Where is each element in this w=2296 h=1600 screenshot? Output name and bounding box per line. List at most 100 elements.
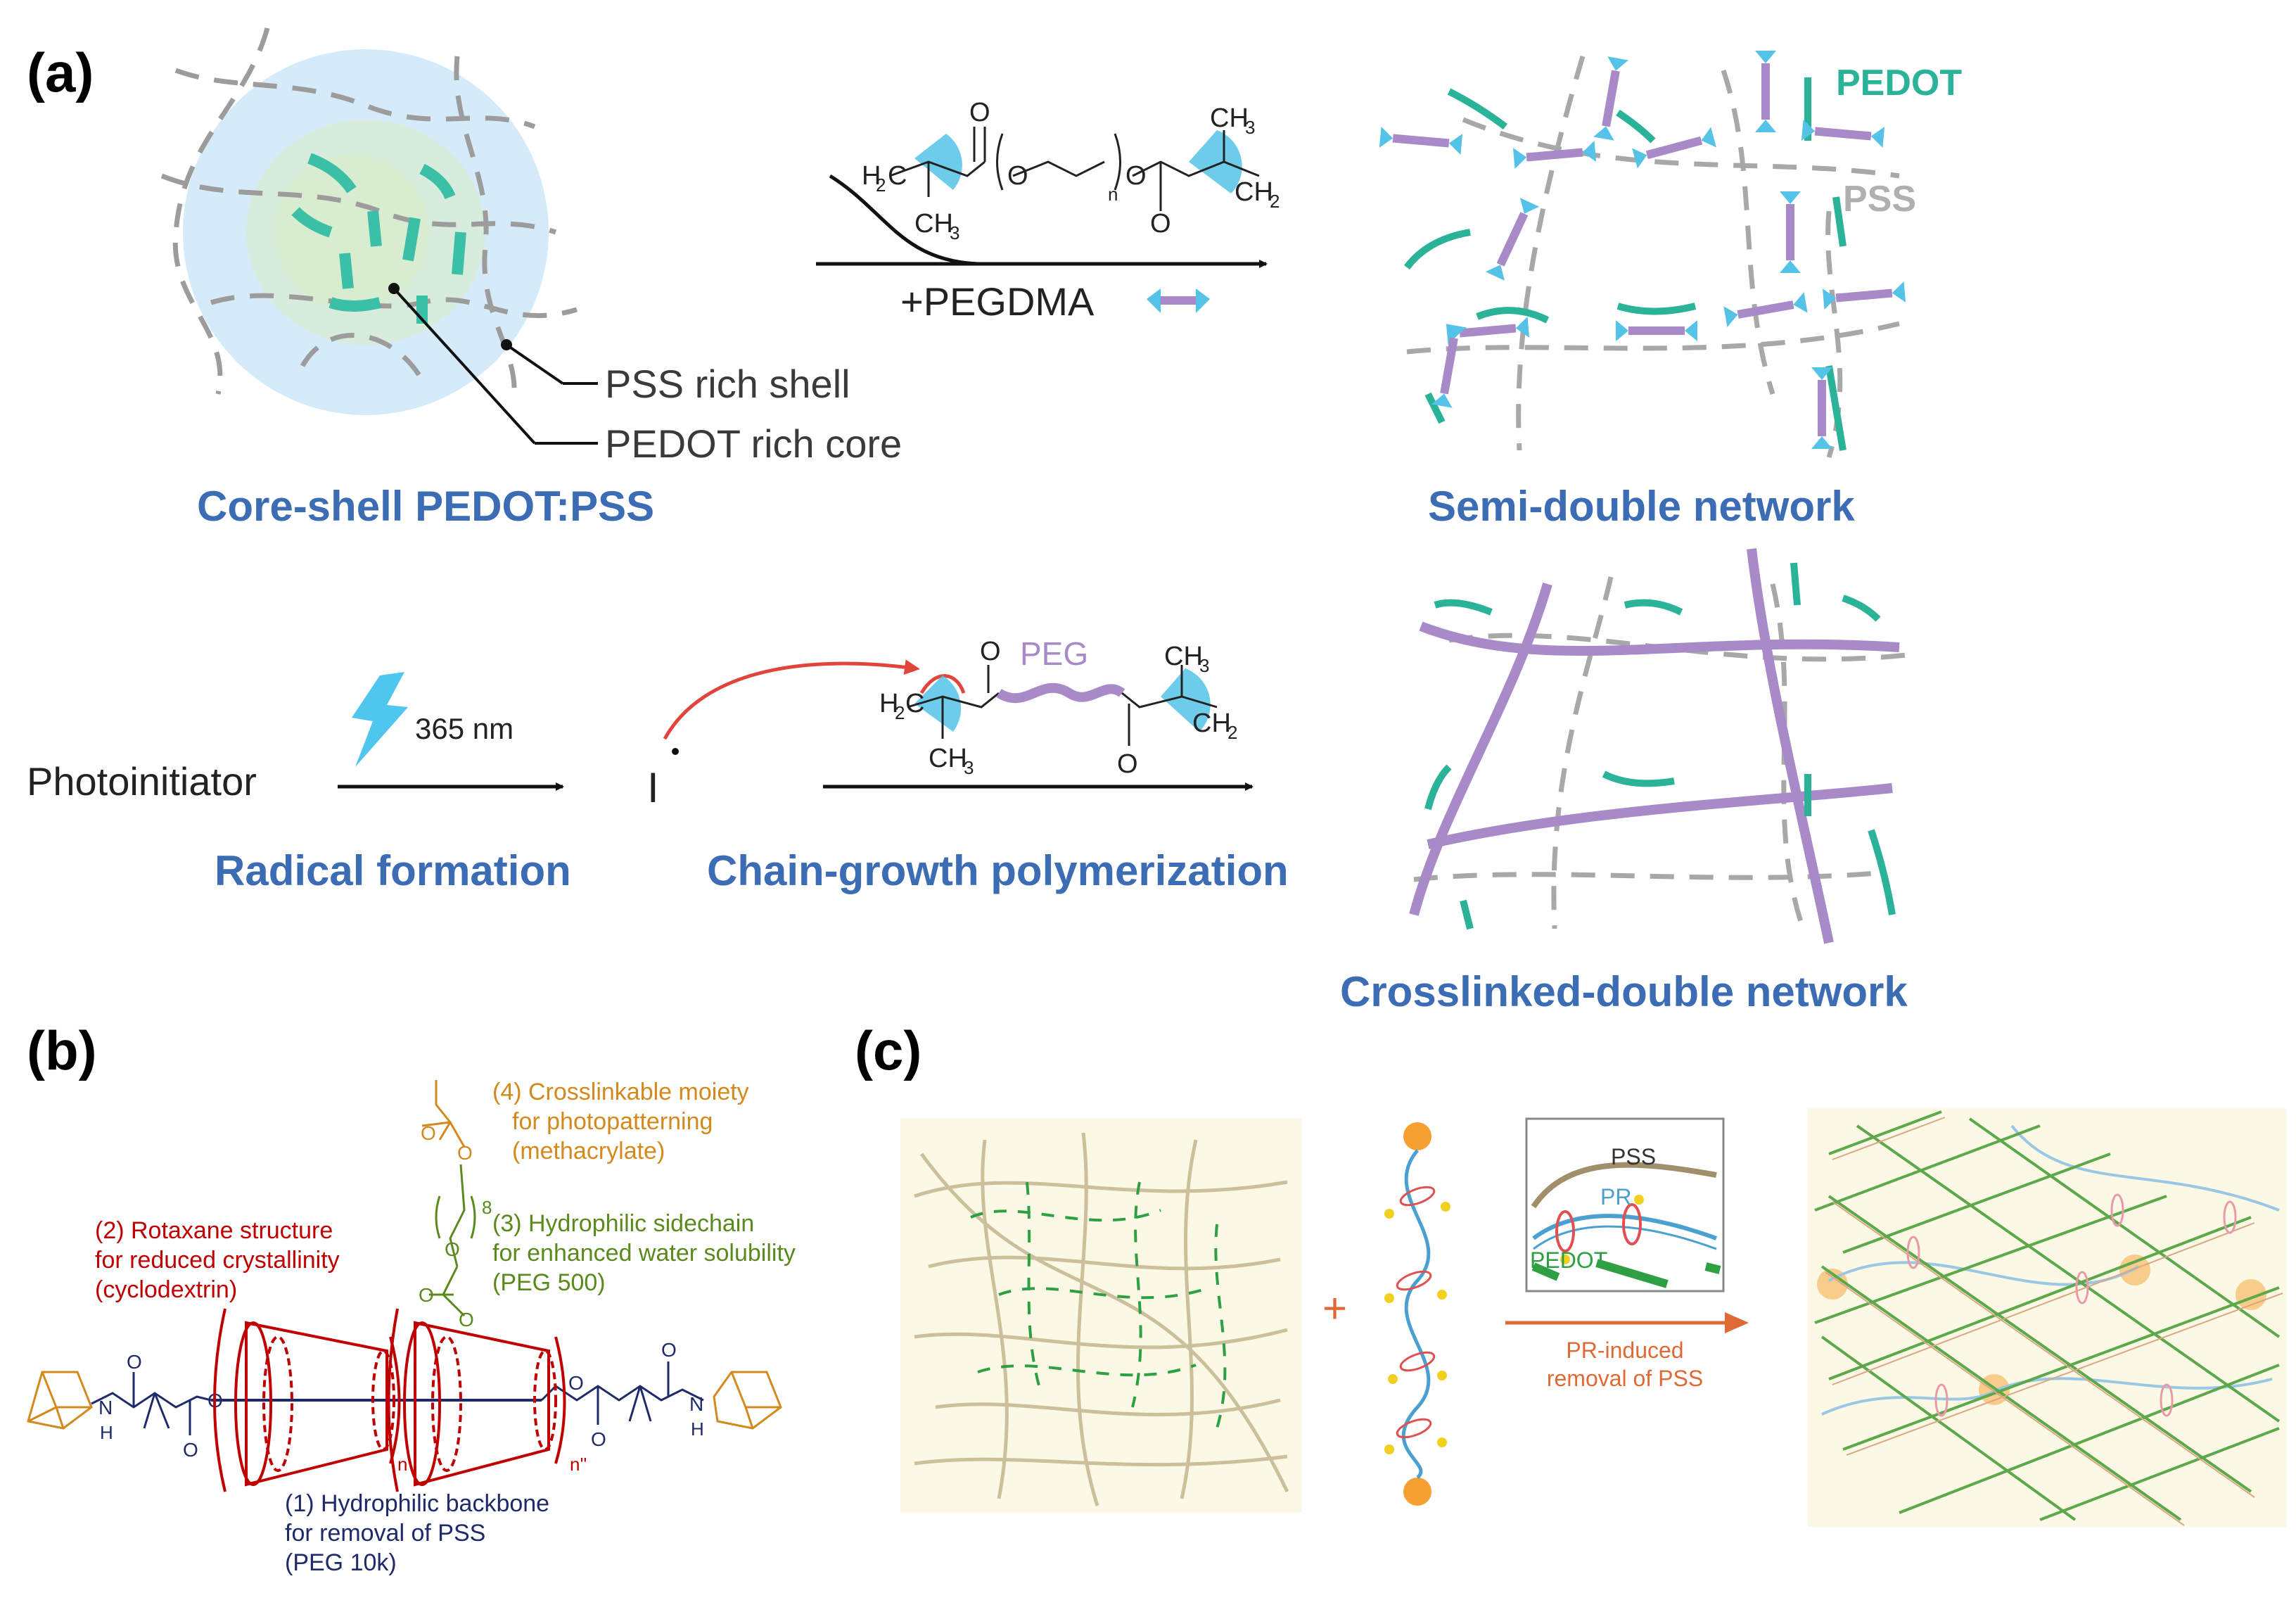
inset-pss-label: PSS [1611,1144,1656,1169]
svg-text:H: H [100,1422,113,1443]
svg-text:CH: CH [929,744,967,773]
svg-text:8: 8 [482,1197,492,1218]
pr-rings [1396,1186,1436,1439]
pr-rings-result [1906,1193,2237,1417]
svg-text:3: 3 [964,757,974,778]
svg-text:2: 2 [1227,722,1237,743]
radical-attack-arrow [663,659,920,740]
panel-a: (a) [27,27,1962,1015]
pss-shell-label: PSS rich shell [605,362,850,406]
panel-b-letter: (b) [27,1020,97,1081]
panel-b: (b) O O 8 O O O (4) Crosslinkable moiety… [27,1020,796,1576]
mechanism-inset [1525,1117,1725,1293]
pr-side-groups [1384,1202,1450,1454]
svg-text:O: O [661,1339,677,1361]
label-1-line1: (1) Hydrophilic backbone [285,1490,549,1517]
radical-symbol: I [647,764,659,811]
n-double-prime-label: n'' [570,1454,587,1475]
svg-text:O: O [1007,161,1028,191]
pedot-core-region [246,120,485,345]
stopper-top [1403,1122,1431,1150]
pss-legend-label: PSS [1843,179,1916,220]
chain-growth-label: Chain-growth polymerization [707,847,1289,894]
peg-sidechain [429,1164,476,1317]
svg-text:2: 2 [1270,191,1280,212]
label-3-line3: (PEG 500) [492,1269,606,1296]
svg-text:O: O [1125,161,1147,191]
pss-shell-leader [505,343,564,385]
crosslinked-title: Crosslinked-double network [1340,968,1908,1015]
svg-text:O: O [969,98,990,127]
svg-text:O: O [1150,209,1171,239]
label-4-line1: (4) Crosslinkable moiety [492,1079,749,1105]
stopper-bottom [1403,1478,1431,1506]
label-1-line2: for removal of PSS [285,1520,485,1547]
lightning-bolt-icon [352,672,408,767]
pss-fibers [914,1132,1289,1506]
pedot-pss-box [900,1119,1301,1513]
svg-text:N: N [689,1393,703,1415]
chain-growth: H 2 C CH 3 O O CH 3 CH 2 PEG [663,635,1254,791]
n-prime-label: n' [397,1454,411,1475]
panel-c-letter: (c) [855,1020,921,1081]
svg-text:O: O [459,1309,474,1331]
svg-text:O: O [591,1428,606,1450]
panel-a-letter: (a) [27,42,94,103]
radical-dot [672,748,679,755]
svg-text:C: C [905,689,924,718]
methacrylate-moiety [421,1080,466,1148]
svg-text:O: O [980,637,1001,666]
peg-label: PEG [1020,635,1088,672]
svg-text:N: N [98,1397,113,1418]
polyrotaxane [1384,1122,1450,1506]
svg-text:O: O [568,1372,584,1394]
pedot-core-leader [393,287,536,445]
result-box [1808,1108,2286,1527]
semi-crosslinkers [1379,51,1906,449]
svg-text:O: O [127,1351,142,1373]
svg-text:2: 2 [876,174,886,196]
crosslinked-double-network [1409,548,1914,944]
cyclodextrin-1 [245,1321,388,1487]
svg-text:n: n [1108,184,1118,205]
svg-text:3: 3 [1245,117,1255,138]
methacrylate-wedge-left [914,134,962,190]
pegdma-skeleton [889,127,1260,211]
label-4-line3: (methacrylate) [512,1138,665,1164]
svg-text:O: O [445,1238,460,1260]
arrow-label-line1: PR-induced [1566,1338,1683,1363]
label-2-line2: for reduced crystallinity [95,1247,340,1274]
cyclodextrin-2 [414,1321,550,1487]
semi-pedot-chains [1404,77,1847,451]
label-2-line3: (cyclodextrin) [95,1276,237,1303]
pedot-fibers-result [1814,1110,2283,1526]
svg-text:O: O [419,1284,434,1306]
inset-pr-label: PR [1600,1184,1631,1209]
methacrylate-wedge-right [1189,130,1242,193]
svg-text:CH: CH [1210,103,1249,133]
semi-double-network: PEDOT PSS [1379,51,1962,459]
plus-sign: + [1322,1285,1347,1332]
curved-reaction-line [829,174,978,266]
label-4-line2: for photopatterning [512,1108,713,1135]
pr-strands-result [1821,1124,2280,1416]
photoinitiator-label: Photoinitiator [27,759,257,804]
svg-text:O: O [183,1439,198,1461]
rotaxane-backbone: N H O O O O O O N H [27,1339,782,1461]
peg-network-strands [1409,548,1900,944]
svg-text:CH: CH [1164,642,1203,671]
label-3-line1: (3) Hydrophilic sidechain [492,1210,754,1237]
inset-pedot-label: PEDOT [1530,1247,1607,1273]
label-1-line3: (PEG 10k) [285,1549,397,1576]
svg-text:H: H [879,689,898,718]
pegdma-icon [1147,288,1210,313]
svg-text:CH: CH [1192,709,1231,738]
pedot-fragments [970,1181,1227,1429]
pr-backbone [1401,1149,1431,1479]
svg-text:O: O [457,1142,473,1164]
svg-text:H: H [691,1418,704,1440]
radical-formation-label: Radical formation [215,847,571,894]
cyclodextrin-rings [213,1308,566,1492]
svg-text:CH: CH [914,209,953,239]
svg-text:3: 3 [950,222,959,243]
